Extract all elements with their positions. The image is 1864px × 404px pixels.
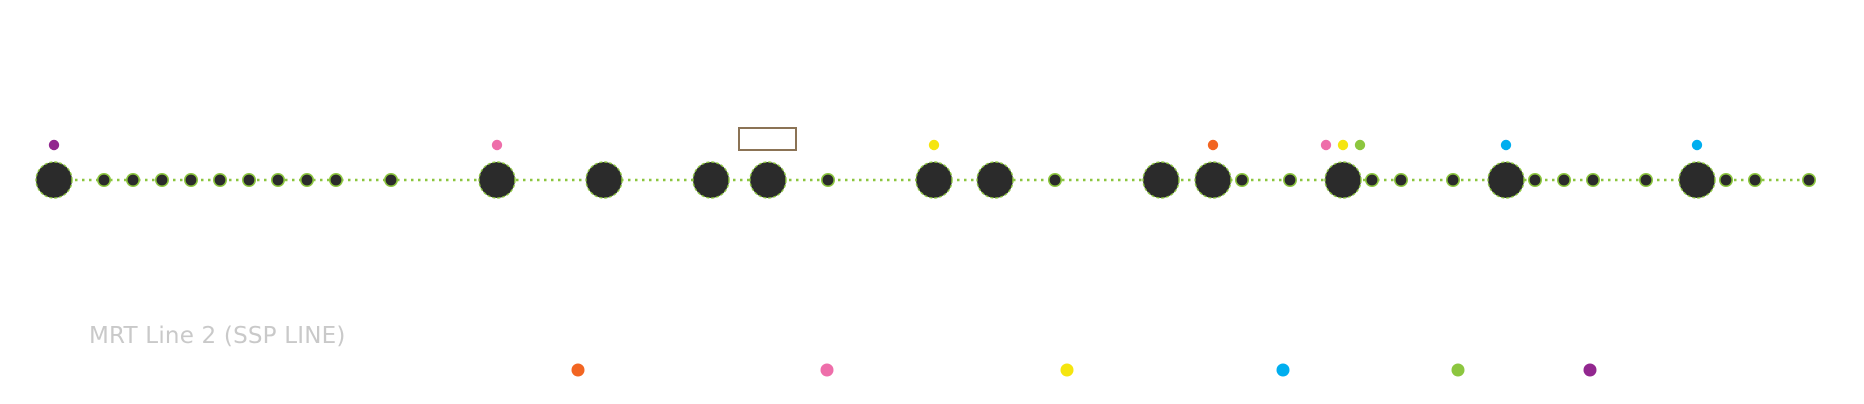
station-15: [749, 161, 787, 199]
station-1: [35, 161, 73, 199]
station-17: [915, 161, 953, 199]
station-33: [1678, 161, 1716, 199]
station-35: [1748, 173, 1763, 188]
interchange-dot-purple: [48, 139, 60, 151]
station-31: [1586, 173, 1601, 188]
station-34: [1719, 173, 1734, 188]
legend-dot-yellow: [1060, 363, 1074, 377]
interchange-dot-yellow: [928, 139, 940, 151]
station-16: [820, 173, 835, 188]
station-18: [976, 161, 1014, 199]
station-32: [1639, 173, 1654, 188]
station-8: [270, 173, 285, 188]
interchange-dot-pink: [491, 139, 503, 151]
station-10: [328, 173, 343, 188]
station-14: [692, 161, 730, 199]
interchange-dots: [48, 139, 1703, 151]
station-3: [126, 173, 141, 188]
station-marker-box: [738, 127, 797, 151]
interchange-dot-orange: [1207, 139, 1219, 151]
station-23: [1283, 173, 1298, 188]
station-11: [383, 173, 398, 188]
station-5: [184, 173, 199, 188]
interchange-dot-blue: [1691, 139, 1703, 151]
station-29: [1528, 173, 1543, 188]
station-2: [97, 173, 112, 188]
station-25: [1365, 173, 1380, 188]
station-9: [299, 173, 314, 188]
station-6: [213, 173, 228, 188]
legend-dot-pink: [820, 363, 834, 377]
legend-dot-green: [1451, 363, 1465, 377]
interchange-dot-pink: [1320, 139, 1332, 151]
interchange-dot-blue: [1500, 139, 1512, 151]
station-30: [1557, 173, 1572, 188]
station-19: [1048, 173, 1063, 188]
station-4: [155, 173, 170, 188]
station-21: [1194, 161, 1232, 199]
station-22: [1235, 173, 1250, 188]
station-20: [1142, 161, 1180, 199]
station-27: [1446, 173, 1461, 188]
legend-dots: [571, 363, 1597, 377]
legend-dot-orange: [571, 363, 585, 377]
station-28: [1487, 161, 1525, 199]
station-7: [242, 173, 257, 188]
station-13: [585, 161, 623, 199]
interchange-dot-green: [1354, 139, 1366, 151]
station-36: [1802, 173, 1817, 188]
station-26: [1394, 173, 1409, 188]
station-24: [1324, 161, 1362, 199]
line-title: MRT Line 2 (SSP LINE): [89, 323, 346, 349]
legend-dot-blue: [1276, 363, 1290, 377]
legend-dot-purple: [1583, 363, 1597, 377]
interchange-dot-yellow: [1337, 139, 1349, 151]
stations: [35, 127, 1817, 199]
station-12: [478, 161, 516, 199]
